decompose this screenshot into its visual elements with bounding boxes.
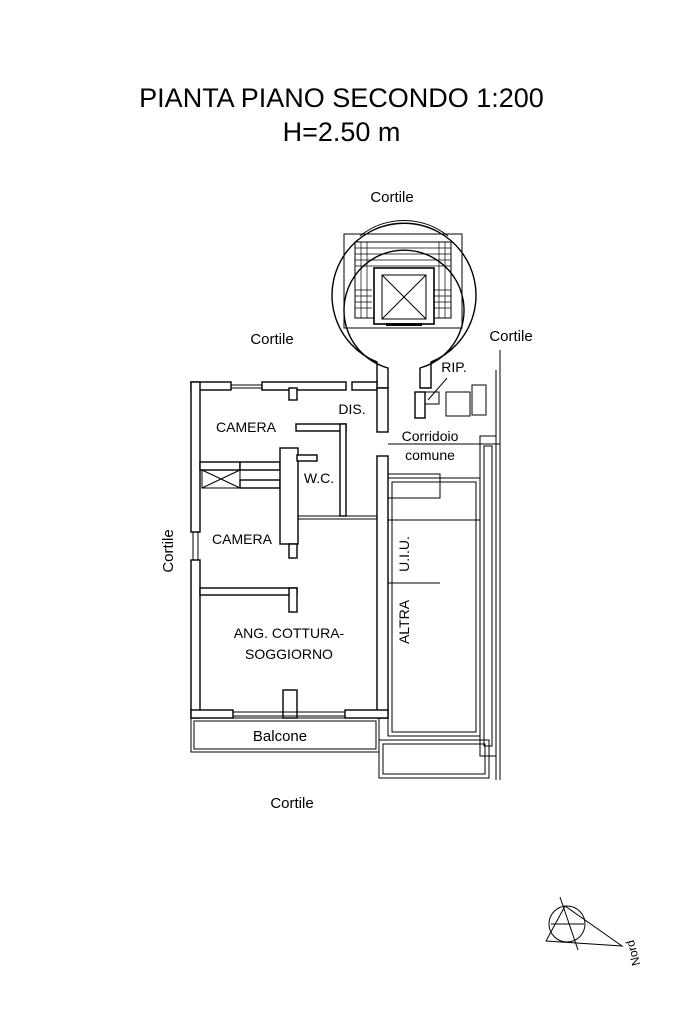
label-comune: comune <box>405 447 455 463</box>
label-rip: RIP. <box>441 359 466 375</box>
plan-title: PIANTA PIANO SECONDO 1:200 <box>139 83 544 113</box>
rip-leader-line <box>427 377 448 401</box>
label-wc: W.C. <box>304 470 334 486</box>
label-cortile-top: Cortile <box>370 189 413 206</box>
label-cortile-bottom: Cortile <box>270 795 313 812</box>
label-camera-2: CAMERA <box>212 531 273 547</box>
label-cortile-left-upper: Cortile <box>250 331 293 348</box>
balcony <box>190 717 380 753</box>
label-dis: DIS. <box>338 401 365 417</box>
stair-tower <box>331 219 477 389</box>
label-ang-cottura: ANG. COTTURA- <box>234 625 345 641</box>
label-altra: ALTRA <box>396 599 412 644</box>
label-corridoio: Corridoio <box>402 428 459 444</box>
plan-height: H=2.50 m <box>282 117 401 147</box>
label-cortile-left-vertical: Cortile <box>160 529 177 572</box>
label-nord: Nord <box>623 939 643 968</box>
label-soggiorno: SOGGIORNO <box>245 646 333 662</box>
label-cortile-right: Cortile <box>489 328 532 345</box>
label-balcone: Balcone <box>253 728 307 745</box>
north-arrow <box>545 896 624 951</box>
label-camera-1: CAMERA <box>216 419 277 435</box>
label-uiu: U.I.U. <box>396 536 412 572</box>
adjacent-unit <box>378 350 501 780</box>
